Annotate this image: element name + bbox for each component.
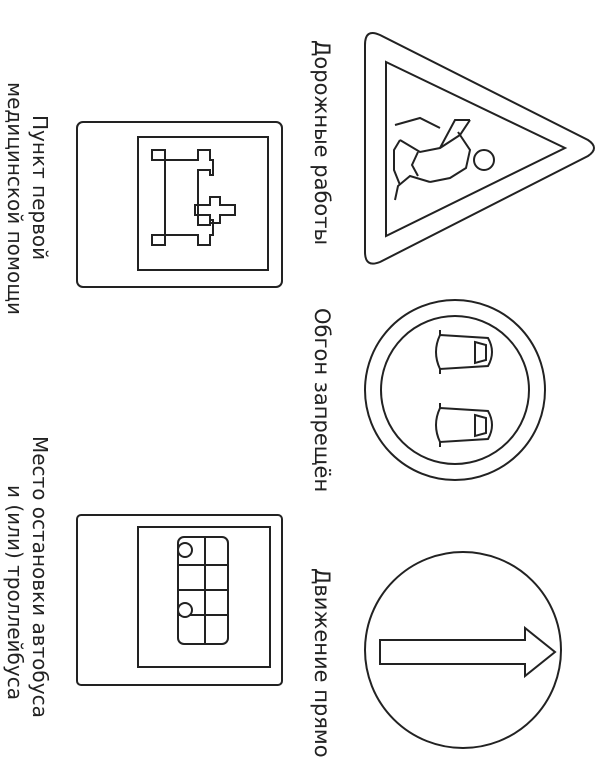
go-straight-sign (364, 551, 562, 749)
go-straight-caption: Движение прямо (310, 568, 334, 758)
bus-icon (177, 536, 229, 645)
road-works-outer-triangle (364, 32, 595, 265)
first-aid-outer-panel (76, 121, 283, 288)
no-overtaking-sign (364, 299, 546, 481)
go-straight-outer-circle (364, 551, 562, 749)
road-works-sign (364, 32, 595, 265)
no-overtaking-outer-circle (364, 299, 546, 481)
road-worker-icon (393, 116, 495, 201)
phone-icon (151, 149, 214, 246)
no-overtaking-caption: Обгон запрещён (310, 308, 334, 492)
first-aid-sign (76, 121, 283, 288)
no-overtaking-inner-circle (380, 315, 530, 465)
plus-icon (194, 196, 236, 224)
road-works-caption: Дорожные работы (310, 40, 334, 245)
bus-stop-sign (76, 514, 283, 686)
first-aid-inner-panel (137, 136, 269, 271)
road-works-inner-triangle (385, 60, 568, 238)
first-aid-caption-line1: Пункт первой (28, 115, 52, 260)
straight-arrow-icon (379, 625, 557, 679)
car-icon-top (435, 330, 493, 374)
bus-stop-inner-panel (137, 526, 271, 668)
bus-stop-outer-panel (76, 514, 283, 686)
bus-stop-caption-line1: Место остановки автобуса (28, 436, 52, 718)
car-icon-bottom (435, 403, 493, 447)
first-aid-caption-line2: медицинской помощи (3, 82, 27, 315)
bus-stop-caption-line2: и (или) троллейбуса (3, 485, 27, 700)
